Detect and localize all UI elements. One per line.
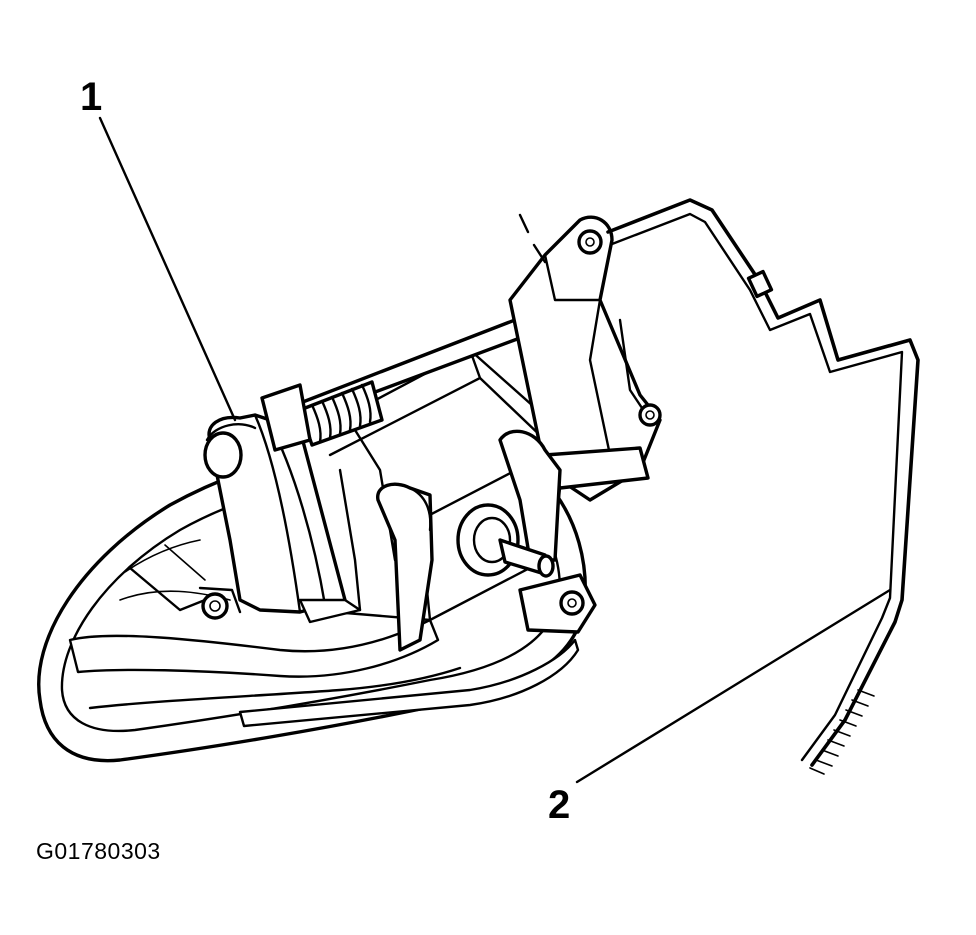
spring-rod-assembly: [260, 314, 534, 452]
callout-2-leader: [575, 588, 892, 784]
figure-code: G01780303: [36, 838, 161, 864]
handle-grip: [68, 618, 440, 678]
actuator-rod-icon: [606, 198, 920, 775]
callout-1-leader: [98, 116, 237, 422]
threaded-rod-end: [809, 689, 875, 775]
callout-1-label: 1: [80, 75, 102, 119]
release-lever: [376, 482, 434, 652]
pivot-nut-assembly: [456, 429, 597, 634]
lock-cylinder-housing: [207, 413, 347, 614]
callout-2-label: 2: [548, 783, 570, 827]
bezel-flange: [238, 638, 580, 728]
handle-bezel-inner: [60, 468, 562, 733]
handle-grip-lip: [88, 666, 462, 710]
pivot-bracket: [508, 213, 662, 542]
